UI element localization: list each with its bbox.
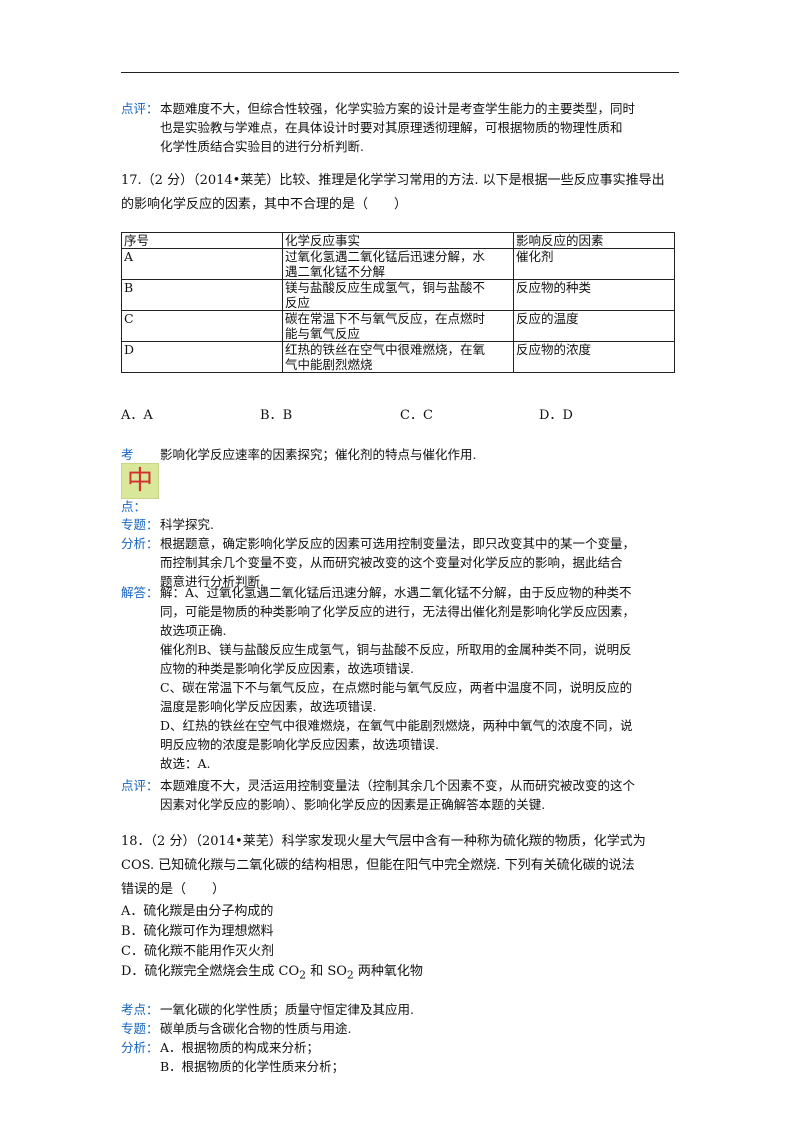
option-letter: B． — [260, 408, 283, 423]
fenxi-label: 分析： — [121, 1040, 159, 1055]
zhuanti-text: 碳单质与含碳化合物的性质与用途. — [160, 1021, 352, 1036]
option-a: A．A — [121, 404, 153, 423]
q18-option: A．硫化羰是由分子构成的 — [121, 904, 274, 919]
dian-label: 点： — [121, 499, 147, 514]
table-row: B 镁与盐酸反应生成氢气，铜与盐酸不反应 反应物的种类 — [121, 279, 675, 311]
fenxi-line: 而控制其余几个变量不变，从而研究被改变的这个变量对化学反应的影响，据此结合 — [160, 555, 623, 570]
fact-line: 碳在常温下不与氧气反应，在点燃时 — [285, 311, 486, 326]
row-factor: 反应的温度 — [513, 310, 675, 342]
row-factor: 反应物的种类 — [513, 279, 675, 311]
jieda-line: 催化剂B、镁与盐酸反应生成氢气，铜与盐酸不反应，所取用的金属种类不同，说明反 — [160, 642, 632, 657]
fact-line: 反应 — [285, 295, 311, 310]
kaodian-text: 影响化学反应速率的因素探究；催化剂的特点与催化作用. — [160, 447, 477, 462]
jieda-line: 明反应物的浓度是影响化学反应因素，故选项错误. — [160, 737, 439, 752]
fact-line: 过氧化氢遇二氧化锰后迅速分解，水 — [285, 249, 486, 264]
q18-option-d: D．硫化羰完全燃烧会生成 CO2 和 SO2 两种氧化物 — [121, 962, 423, 986]
row-id: B — [121, 279, 283, 311]
option-d-mid: 和 SO — [306, 964, 347, 979]
fact-line: 能与氧气反应 — [285, 326, 361, 341]
kaodian-label: 考 — [121, 447, 134, 462]
q18-option: B．硫化羰可作为理想燃料 — [121, 924, 274, 939]
fenxi-label: 分析： — [121, 536, 159, 551]
header-cell: 影响反应的因素 — [513, 232, 675, 249]
q18-stem-line: COS. 已知硫化羰与二氧化碳的结构相思，但能在阳气中完全燃烧. 下列有关硫化碳… — [121, 858, 635, 873]
fact-line: 红热的铁丝在空气中很难燃烧，在氧 — [285, 342, 486, 357]
option-value: D — [562, 408, 573, 423]
fact-line: 遇二氧化锰不分解 — [285, 264, 386, 279]
dianping-line: 因素对化学反应的影响）、影响化学反应的因素是正确解答本题的关键. — [160, 797, 546, 812]
row-factor: 反应物的浓度 — [513, 341, 675, 373]
header-cell: 序号 — [121, 232, 283, 249]
option-letter: A． — [121, 408, 144, 423]
table-row: D 红热的铁丝在空气中很难燃烧，在氧气中能剧烈燃烧 反应物的浓度 — [121, 341, 675, 373]
jieda-line: C、碳在常温下不与氧气反应，在点燃时能与氧气反应，两者中温度不同，说明反应的 — [160, 680, 633, 695]
review-line: 化学性质结合实验目的进行分析判断. — [160, 139, 364, 154]
fenxi-line: A．根据物质的构成来分析； — [160, 1040, 320, 1055]
option-d-prefix: D．硫化羰完全燃烧会生成 CO — [121, 964, 300, 979]
option-d: D．D — [539, 404, 573, 423]
fenxi-line: 根据题意，确定影响化学反应的因素可选用控制变量法，即只改变其中的某一个变量， — [160, 536, 636, 551]
option-value: B — [282, 408, 293, 423]
jieda-line: 应物的种类是影响化学反应因素，故选项错误. — [160, 661, 414, 676]
option-value: C — [422, 408, 433, 423]
header-rule — [121, 72, 679, 73]
jieda-line: 故选项正确. — [160, 623, 227, 638]
dianping-label: 点评： — [121, 778, 159, 793]
table-row: C 碳在常温下不与氧气反应，在点燃时能与氧气反应 反应的温度 — [121, 310, 675, 342]
jieda-line: 同，可能是物质的种类影响了化学反应的进行，无法得出催化剂是影响化学反应因素， — [160, 604, 636, 619]
row-id: A — [121, 248, 283, 280]
row-fact: 碳在常温下不与氧气反应，在点燃时能与氧气反应 — [282, 310, 514, 342]
header-cell: 化学反应事实 — [282, 232, 514, 249]
fact-line: 镁与盐酸反应生成氢气，铜与盐酸不 — [285, 280, 486, 295]
option-letter: C． — [400, 408, 423, 423]
q18-option: C．硫化羰不能用作灭火剂 — [121, 944, 274, 959]
q18-stem-line: 18．（2 分）（2014•莱芜）科学家发现火星大气层中含有一种称为硫化羰的物质… — [121, 834, 646, 849]
fact-line: 气中能剧烈燃烧 — [285, 357, 373, 372]
fenxi-line: 题意进行分析判断. — [160, 574, 264, 589]
option-c: C．C — [400, 404, 433, 423]
option-d-suffix: 两种氧化物 — [353, 964, 423, 979]
zhuanti-text: 科学探究. — [160, 517, 214, 532]
kaodian-label: 考点： — [121, 1002, 159, 1017]
subscript: 2 — [299, 968, 307, 982]
jieda-label: 解答： — [121, 585, 159, 600]
zhuanti-label: 专题： — [121, 517, 159, 532]
row-fact: 过氧化氢遇二氧化锰后迅速分解，水遇二氧化锰不分解 — [282, 248, 514, 280]
q18-stem-line: 错误的是（ ） — [121, 882, 226, 897]
jieda-line: D、红热的铁丝在空气中很难燃烧，在氧气中能剧烈燃烧，两种中氧气的浓度不同，说 — [160, 718, 633, 733]
fenxi-line: B．根据物质的化学性质来分析； — [160, 1059, 345, 1074]
review-line: 也是实验教与学难点，在具体设计时要对其原理透彻理解，可根据物质的物理性质和 — [160, 120, 623, 135]
dianping-line: 本题难度不大，灵活运用控制变量法（控制其余几个因素不变，从而研究被改变的这个 — [160, 778, 636, 793]
table-header-row: 序号 化学反应事实 影响反应的因素 — [121, 232, 675, 249]
review-line: 本题难度不大，但综合性较强，化学实验方案的设计是考查学生能力的主要类型，同时 — [160, 101, 636, 116]
zhuanti-label: 专题： — [121, 1021, 159, 1036]
option-letter: D． — [539, 408, 563, 423]
jieda-line: 温度是影响化学反应因素，故选项错误. — [160, 699, 377, 714]
q17-stem-line: 17.（2 分）（2014•莱芜）比较、推理是化学学习常用的方法. 以下是根据一… — [121, 173, 665, 188]
q17-stem-line: 的影响化学反应的因素，其中不合理的是（ ） — [121, 197, 408, 212]
row-fact: 镁与盐酸反应生成氢气，铜与盐酸不反应 — [282, 279, 514, 311]
table-row: A 过氧化氢遇二氧化锰后迅速分解，水遇二氧化锰不分解 催化剂 — [121, 248, 675, 280]
row-factor: 催化剂 — [513, 248, 675, 280]
option-b: B．B — [260, 404, 292, 423]
jieda-line: 故选：A. — [160, 756, 211, 771]
kaodian-text: 一氧化碳的化学性质；质量守恒定律及其应用. — [160, 1002, 414, 1017]
jieda-line: 解：A、过氧化氢遇二氧化锰后迅速分解，水遇二氧化锰不分解，由于反应物的种类不 — [160, 585, 632, 600]
subscript: 2 — [346, 968, 354, 982]
option-value: A — [143, 408, 153, 423]
row-id: C — [121, 310, 283, 342]
difficulty-badge: 中 — [121, 463, 159, 499]
row-fact: 红热的铁丝在空气中很难燃烧，在氧气中能剧烈燃烧 — [282, 341, 514, 373]
row-id: D — [121, 341, 283, 373]
review-label: 点评： — [121, 101, 159, 116]
q17-table: 序号 化学反应事实 影响反应的因素 A 过氧化氢遇二氧化锰后迅速分解，水遇二氧化… — [121, 232, 675, 373]
